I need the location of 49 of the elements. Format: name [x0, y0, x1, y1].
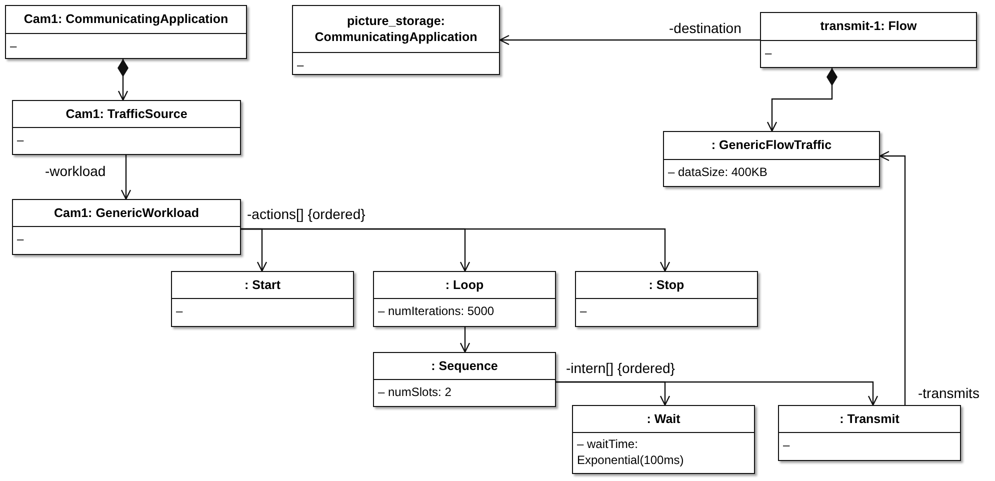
edge-label: -intern[] {ordered} [565, 361, 676, 376]
object-box [572, 405, 755, 474]
connector [879, 150, 906, 405]
object-name: : Loop [444, 276, 485, 294]
object-box [12, 199, 241, 255]
connector [556, 381, 878, 406]
object-box [760, 12, 977, 68]
attribute-text: – [783, 438, 790, 452]
attribute-text: – numIterations: 5000 [378, 304, 494, 318]
attribute-text: – [17, 232, 24, 246]
object-box [292, 5, 500, 75]
attribute-text: – [176, 304, 183, 318]
object-box [171, 271, 354, 327]
edge-label: -actions[] {ordered} [246, 207, 366, 222]
object-box [663, 131, 880, 187]
attribute-text: – [10, 39, 17, 53]
attribute-text: – [580, 304, 587, 318]
attribute-text: – numSlots: 2 [378, 385, 452, 399]
object-box [373, 352, 556, 407]
object-name: Cam1: CommunicatingApplication [22, 11, 230, 28]
object-name: : Sequence [430, 358, 499, 374]
attribute-text: – [297, 58, 304, 72]
connector [241, 228, 670, 272]
object-name: : Wait [646, 410, 682, 428]
connector [499, 34, 760, 46]
connector [120, 155, 132, 200]
object-name: : Transmit [838, 410, 900, 428]
edge-label: -workload [44, 164, 107, 180]
object-box [778, 405, 961, 461]
edge-label: -transmits [917, 386, 980, 402]
connector [460, 327, 470, 353]
object-name: : Start [243, 276, 282, 294]
object-name: : GenericFlowTraffic [710, 137, 833, 154]
object-name: transmit-1: Flow [819, 18, 918, 35]
object-name: picture_storage: CommunicatingApplication [314, 12, 478, 46]
attribute-text: – [765, 46, 772, 60]
edge-label: -destination [668, 21, 742, 36]
object-name: Cam1: GenericWorkload [53, 204, 200, 222]
object-name: Cam1: TrafficSource [64, 106, 188, 122]
attribute-text: – dataSize: 400KB [668, 165, 768, 179]
attribute-text: – [17, 133, 24, 147]
object-box [12, 100, 241, 155]
object-name: : Stop [648, 276, 686, 294]
connector [766, 68, 838, 132]
attribute-text: – waitTime: Exponential(100ms) [577, 436, 685, 468]
connector [118, 59, 128, 101]
object-box [5, 5, 247, 59]
object-box [373, 271, 556, 327]
object-box [575, 271, 758, 327]
